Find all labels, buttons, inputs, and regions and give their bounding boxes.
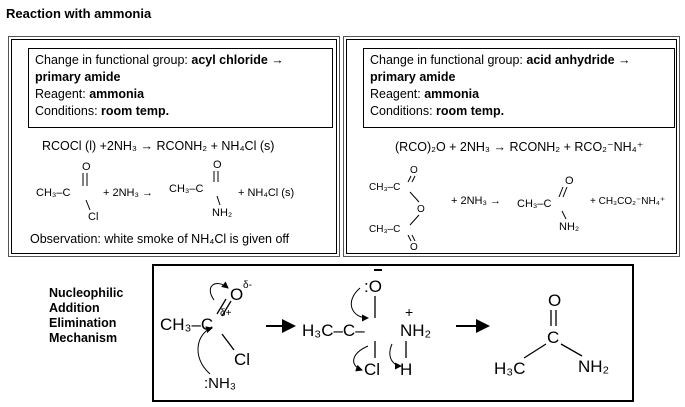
mechanism-diagram: CH₃–C δ+ O δ- Cl :NH₃ H₃C–C– :O NH₂ + Cl… [160, 269, 609, 392]
acid-anhydride-info-box: Change in functional group: acid anhydri… [363, 48, 675, 128]
step1-delta-plus: δ+ [220, 308, 232, 319]
product-n-bond [216, 195, 221, 206]
step3-nh2: NH₂ [578, 357, 609, 376]
conditions-row: Conditions: room temp. [35, 103, 326, 120]
h-removal-arrow [389, 343, 402, 370]
page-heading: Reaction with ammonia [6, 6, 152, 21]
anhydride-bottom-o: O [410, 242, 418, 252]
change-label: Change in functional group: [35, 53, 188, 67]
step3-nh2-bond [560, 343, 583, 357]
mechanism-box: CH₃–C δ+ O δ- Cl :NH₃ H₃C–C– :O NH₂ + Cl… [152, 264, 634, 402]
reform-pi-bond-arrow [350, 287, 369, 322]
mechanism-label-line-1: Nucleophilic [49, 286, 124, 300]
product-group: CH₃–C [517, 198, 551, 210]
reagent-label: Reagent: [370, 87, 421, 101]
top-double-bond-a [407, 175, 412, 183]
product-group: CH₃–C [169, 183, 203, 195]
acid-anhydride-structure-equation: CH₃–C O O CH₃–C O + 2NH₃ → CH₃–C O NH₂ +… [369, 165, 665, 252]
anhydride-bottom-group: CH₃–C [369, 224, 400, 235]
product-o-atom: O [565, 175, 574, 187]
mechanism-label-line-3: Elimination [49, 316, 117, 330]
change-row: Change in functional group: acyl chlorid… [35, 52, 326, 86]
step2-nh2: NH₂ [400, 321, 431, 340]
reagent-label: Reagent: [35, 87, 86, 101]
product-double-bond-b [562, 186, 568, 198]
bottom-double-bond-a [407, 234, 412, 242]
product-nh2: NH₂ [212, 207, 232, 219]
mechanism-label-line-2: Addition [49, 301, 100, 315]
step1-delta-minus: δ- [243, 280, 252, 291]
step2-o-atom: :O [364, 277, 382, 296]
bottom-double-bond-b [411, 234, 416, 242]
step1-o-atom: O [230, 285, 243, 304]
mechanism-step-1: CH₃–C δ+ O δ- Cl :NH₃ [160, 280, 252, 392]
conditions-value: room temp. [101, 104, 170, 118]
step1-cl-atom: Cl [234, 350, 250, 369]
step2-cl-atom: Cl [364, 360, 380, 379]
plus-ammonia: + 2NH₃ → [451, 195, 501, 207]
acyl-chloride-structure-equation: CH₃–C O Cl + 2NH₃ → CH₃–C O NH₂ + NH₄Cl … [36, 159, 294, 223]
step3-h3c: H₃C [494, 359, 525, 378]
step2-h3c-c: H₃C–C– [302, 321, 365, 340]
product-n-bond [561, 210, 567, 220]
byproduct: + CH₃CO₂⁻NH₄⁺ [590, 196, 665, 207]
conditions-value: room temp. [436, 104, 505, 118]
change-value: acyl chloride → primary amide [35, 53, 284, 84]
acid-anhydride-panel: Change in functional group: acid anhydri… [346, 39, 677, 254]
change-label: Change in functional group: [370, 53, 523, 67]
conditions-row: Conditions: room temp. [370, 103, 668, 120]
acyl-chloride-panel: Change in functional group: acyl chlorid… [11, 39, 337, 254]
acid-anhydride-equation: (RCO)₂O + 2NH₃ → RCONH₂ + RCO₂⁻NH₄⁺ [395, 140, 644, 154]
cl-leaving-arrow [353, 345, 369, 372]
reactant-o-atom: O [82, 161, 91, 173]
reagent-value: ammonia [89, 87, 145, 101]
step1-nh3: :NH₃ [204, 375, 236, 392]
product-nh2: NH₂ [559, 221, 579, 233]
top-double-bond-b [411, 175, 416, 183]
byproduct: + NH₄Cl (s) [238, 187, 294, 199]
mechanism-step-2: H₃C–C– :O NH₂ + Cl H [302, 269, 431, 379]
product-double-bond-a [558, 186, 564, 198]
anhydride-top-group: CH₃–C [369, 182, 400, 193]
reagent-value: ammonia [424, 87, 480, 101]
acyl-chloride-equation: RCOCl (l) +2NH₃ → RCONH₂ + NH₄Cl (s) [42, 139, 275, 153]
reactant-cl-atom: Cl [88, 211, 98, 223]
change-value: acid anhydride → primary amide [370, 53, 631, 84]
reagent-row: Reagent: ammonia [35, 86, 326, 103]
reagent-row: Reagent: ammonia [370, 86, 668, 103]
step1-double-bond-a [216, 298, 227, 315]
reactant-group: CH₃–C [36, 187, 70, 199]
step1-cl-bond [221, 333, 235, 351]
observation: Observation: white smoke of NH₄Cl is giv… [30, 232, 290, 246]
anhydride-top-o: O [410, 165, 418, 176]
top-bridge-bond [409, 191, 420, 203]
step2-plus-charge: + [405, 304, 413, 320]
product-o-atom: O [213, 159, 222, 171]
plus-ammonia: + 2NH₃ → [103, 187, 153, 199]
step1-double-bond-b [221, 300, 232, 317]
step3-o-atom: O [548, 291, 561, 310]
pi-bond-break-arrow [209, 281, 229, 301]
anhydride-bridge-o: O [417, 204, 425, 215]
nucleophile-attack-arrow [197, 326, 213, 375]
conditions-label: Conditions: [35, 104, 98, 118]
change-row: Change in functional group: acid anhydri… [370, 52, 668, 86]
step2-h-atom: H [400, 360, 412, 379]
step1-ch3c: CH₃–C [160, 315, 213, 334]
reactant-cl-bond [85, 199, 91, 211]
acyl-chloride-info-box: Change in functional group: acyl chlorid… [28, 48, 333, 128]
conditions-label: Conditions: [370, 104, 433, 118]
step3-c-atom: C [547, 328, 559, 347]
bottom-bridge-bond [409, 214, 420, 226]
mechanism-step-3: O C H₃C NH₂ [494, 291, 609, 378]
mechanism-label: Nucleophilic Addition Elimination Mechan… [49, 286, 123, 346]
mechanism-label-line-4: Mechanism [49, 331, 118, 345]
step3-ch3-bond [523, 343, 547, 359]
